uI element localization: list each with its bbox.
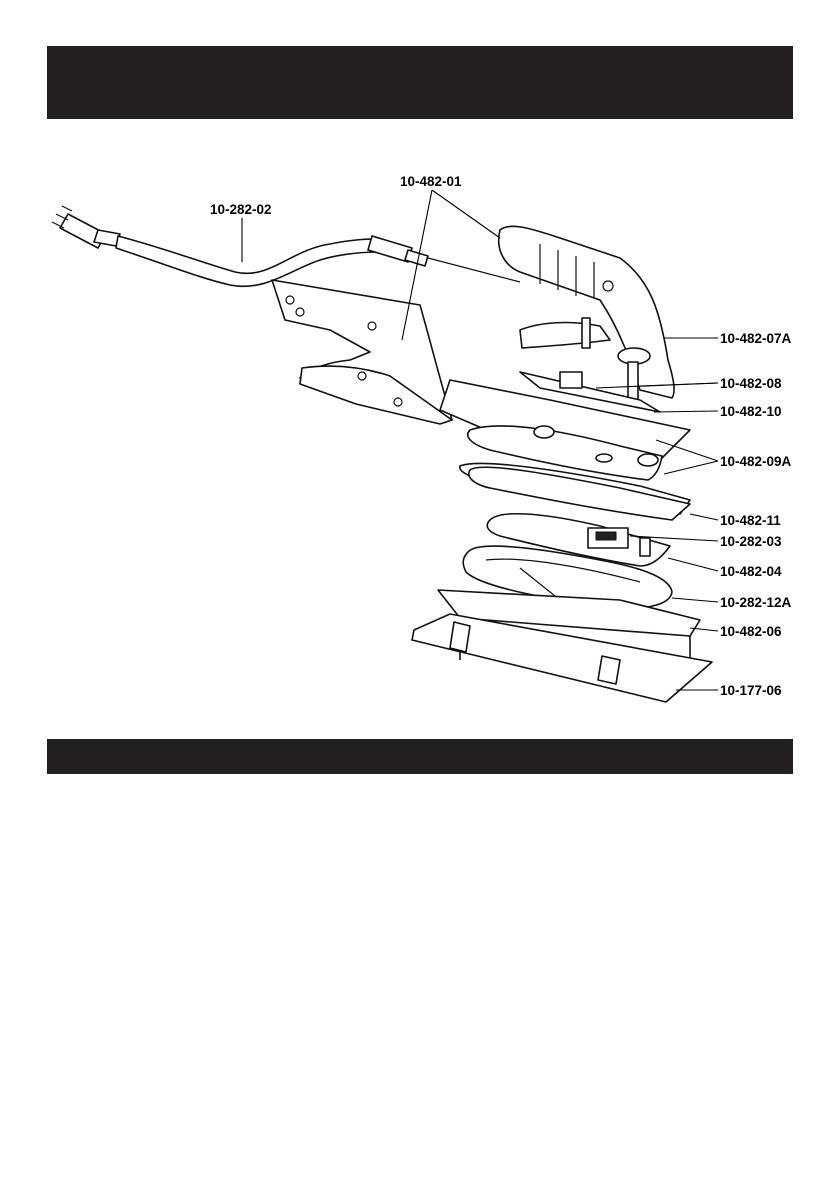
label-insulation: 10-482-09A (720, 454, 792, 469)
label-gasket: 10-482-11 (720, 513, 781, 528)
label-heating-element: 10-282-12A (720, 595, 792, 610)
label-bracket: 10-482-10 (720, 404, 782, 419)
label-pressure-plate: 10-482-04 (720, 564, 782, 579)
label-handle: 10-482-01 (400, 174, 462, 189)
handle-body-drawing (499, 226, 674, 398)
label-thermostat: 10-282-03 (720, 534, 782, 549)
handle-side-panel-drawing (272, 280, 452, 424)
label-screws: 10-482-08 (720, 376, 782, 391)
power-cord-drawing (52, 206, 520, 286)
label-shoe: 10-177-06 (720, 683, 782, 698)
label-thermostat-knob: 10-482-07A (720, 331, 792, 346)
label-cord: 10-282-02 (210, 202, 272, 217)
label-soleplate: 10-482-06 (720, 624, 782, 639)
section-banner (47, 739, 793, 774)
